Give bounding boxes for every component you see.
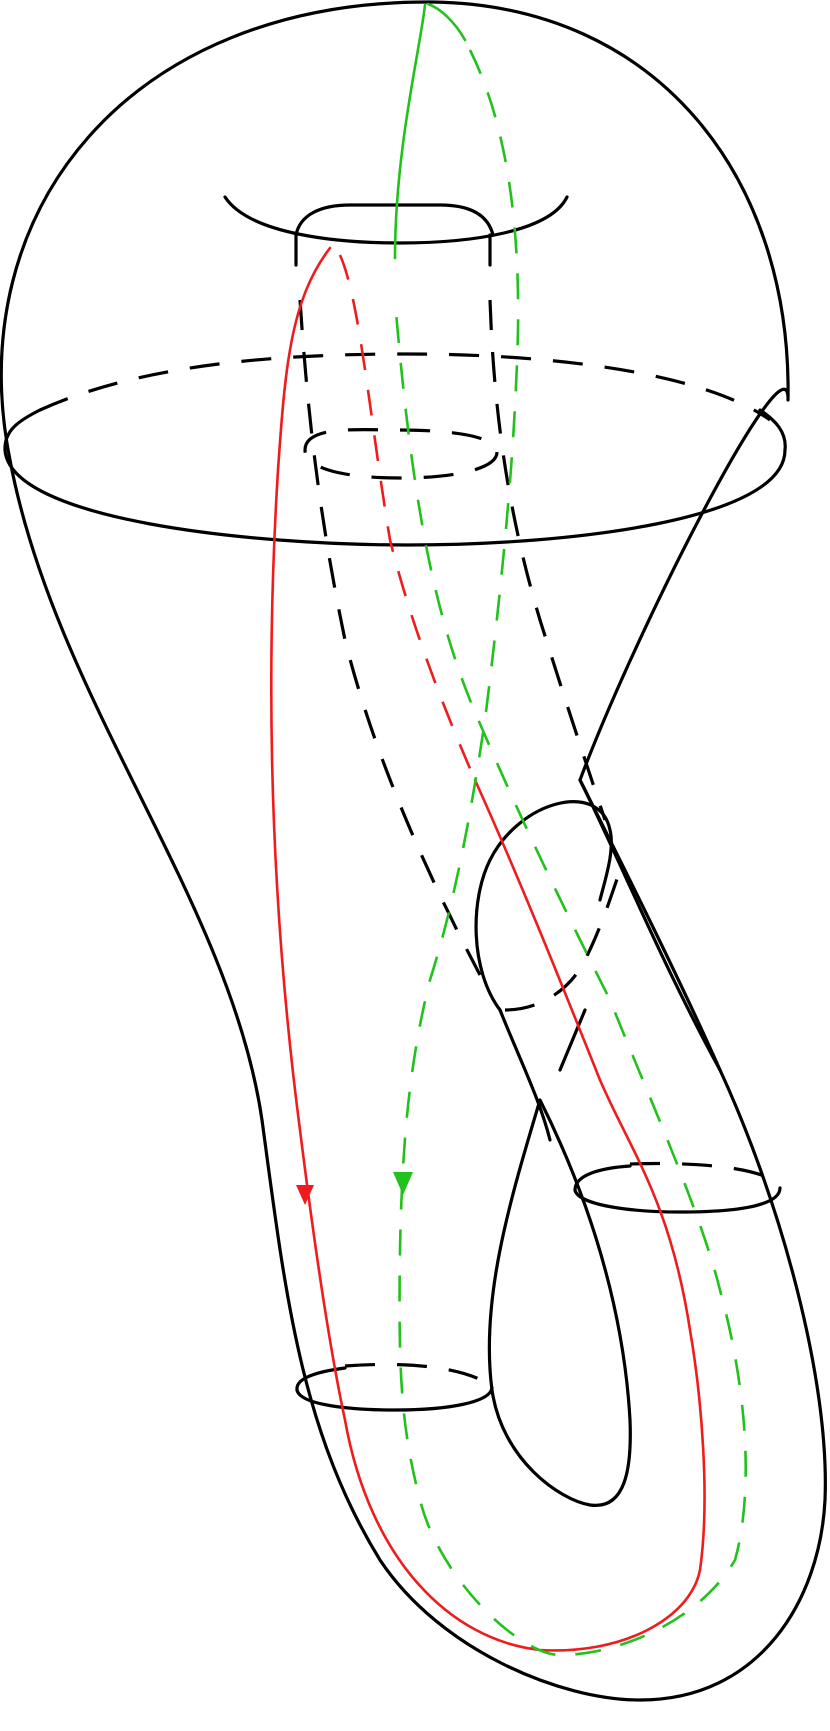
lower-left-ellipse-front bbox=[295, 1386, 494, 1412]
equator-front-left-cap bbox=[3, 408, 42, 452]
handle-inner-left bbox=[498, 1008, 552, 1142]
equator-back bbox=[39, 352, 771, 422]
handle-inner-right bbox=[558, 1008, 587, 1072]
inner-tube-down-left bbox=[487, 1098, 632, 1507]
lower-right-ellipse-back bbox=[629, 1161, 782, 1187]
green-arrow-icon bbox=[393, 1172, 413, 1195]
lower-left-ellipse-left bbox=[295, 1366, 347, 1392]
lower-right-ellipse-front bbox=[573, 1186, 782, 1214]
red-arrow-icon bbox=[296, 1185, 314, 1205]
red-loop-through-handle bbox=[473, 778, 602, 1082]
inner-cross-section bbox=[303, 427, 499, 480]
lower-left-ellipse-back bbox=[344, 1362, 491, 1387]
handle-top-bend bbox=[474, 800, 613, 1012]
outer-body-outline bbox=[0, 0, 827, 1702]
handle-outer bbox=[578, 778, 722, 1072]
neck-rim-inner bbox=[294, 203, 495, 237]
inner-tube-right-hidden bbox=[488, 299, 607, 821]
inner-tube-left-hidden bbox=[298, 299, 482, 976]
lower-right-ellipse-left bbox=[573, 1164, 632, 1192]
red-loop-hidden bbox=[338, 254, 477, 781]
green-loop-top-front bbox=[393, 3, 427, 260]
green-loop-top-cap bbox=[426, 2, 467, 42]
equator-front-right-cap bbox=[758, 408, 787, 452]
green-loop-back-right bbox=[393, 49, 748, 1657]
neck-rim-outer bbox=[223, 195, 569, 245]
equator-front bbox=[3, 448, 787, 547]
handle-inner-hidden bbox=[504, 869, 622, 1012]
red-loop-front bbox=[269, 246, 706, 1652]
